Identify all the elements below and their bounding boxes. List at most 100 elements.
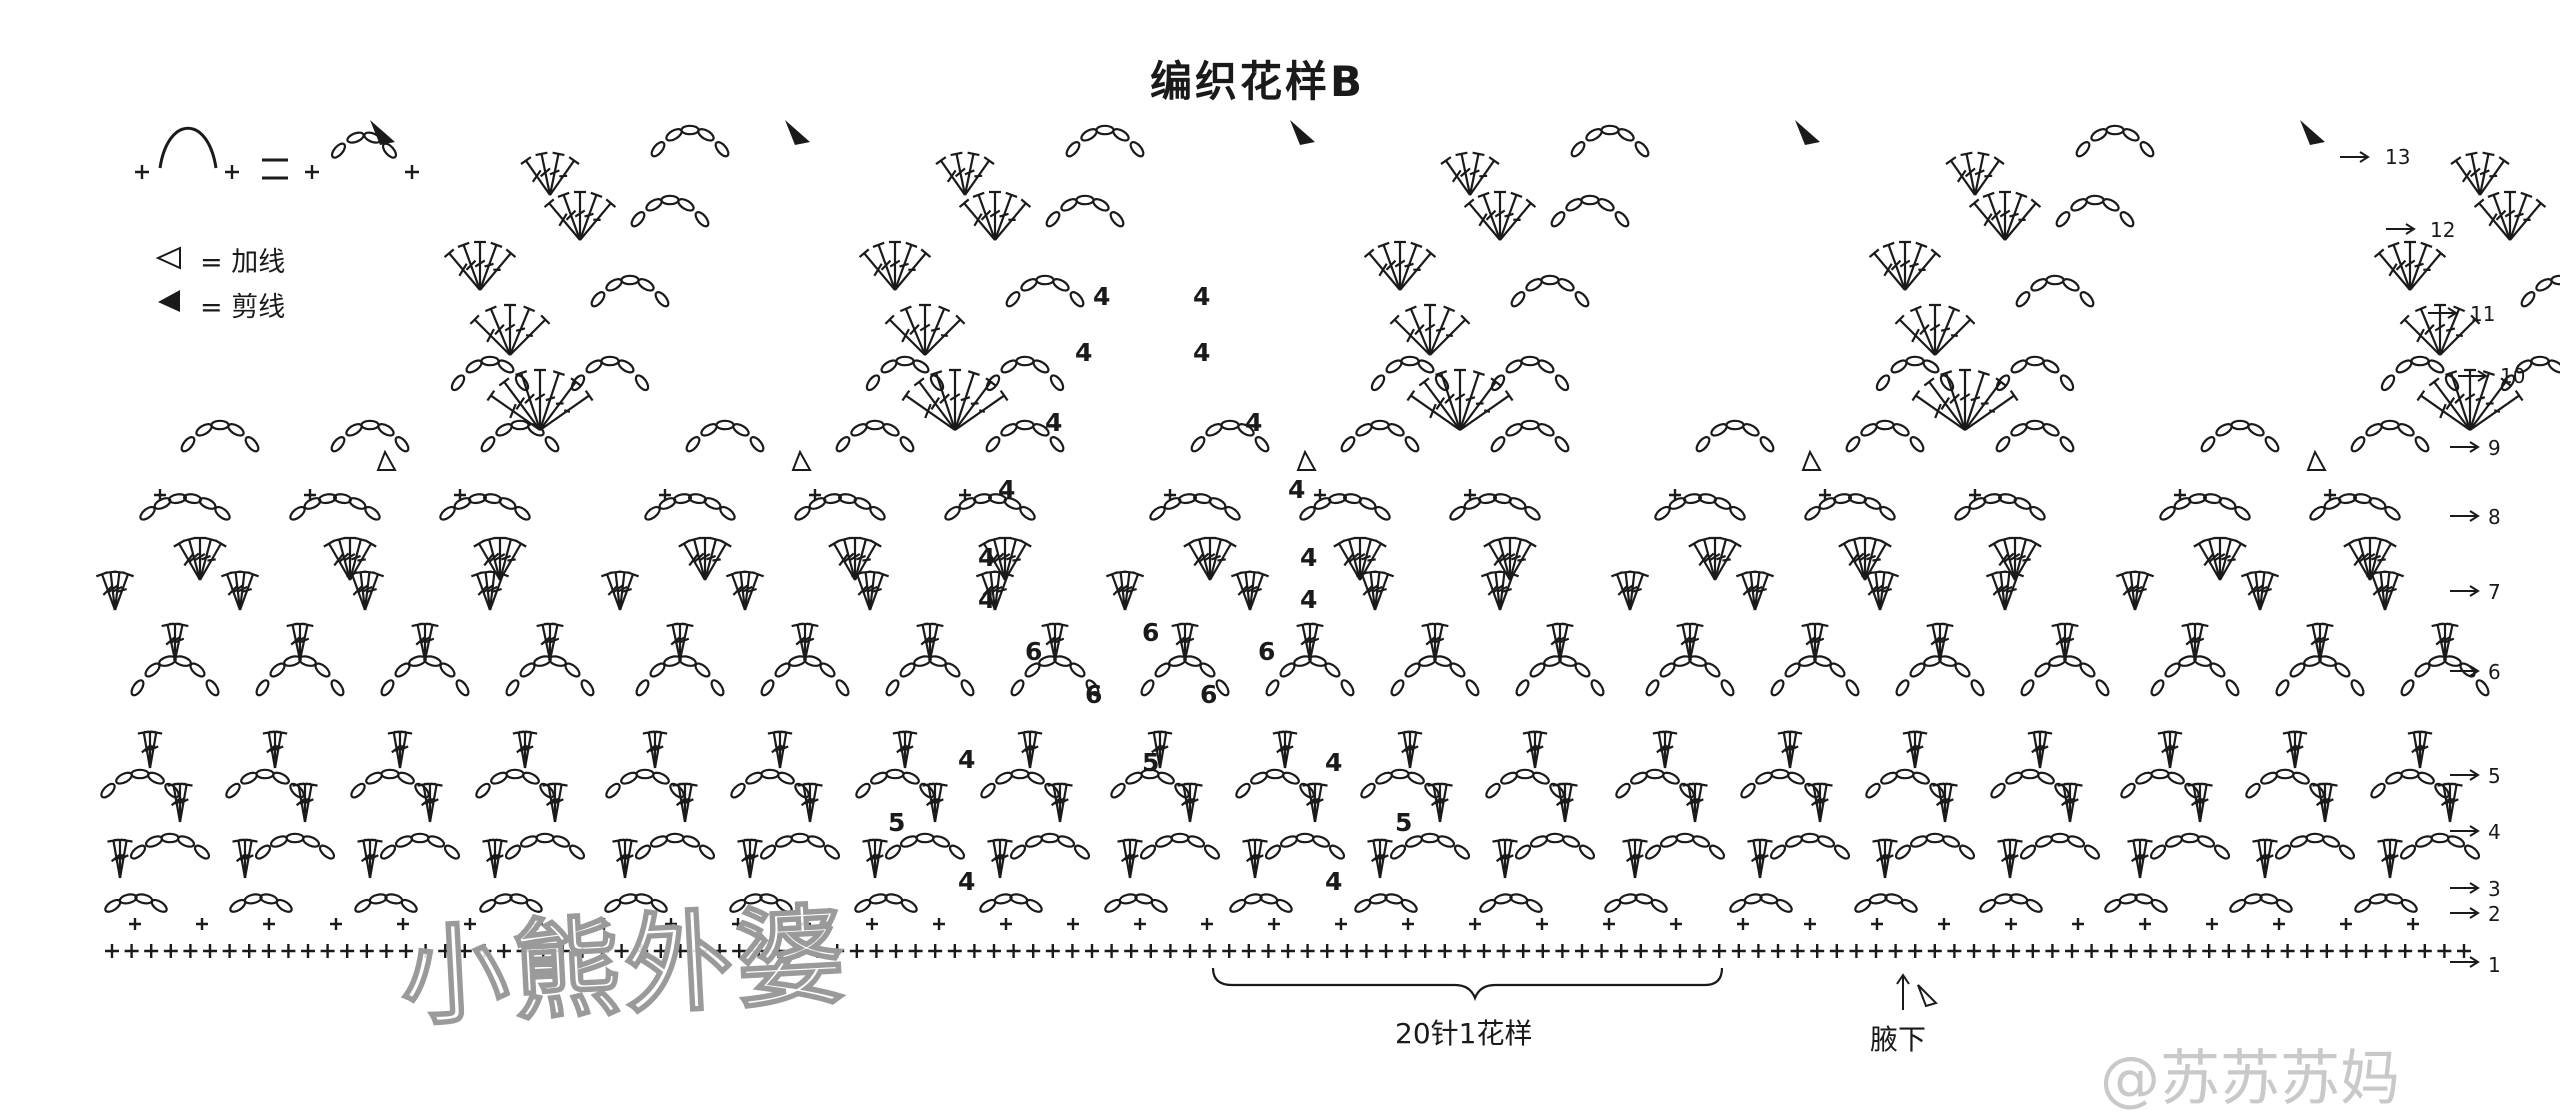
double-crochet-mark <box>2428 377 2471 431</box>
single-crochet-mark <box>2273 918 2285 930</box>
group-number: 4 <box>1325 867 1343 896</box>
chain-stitch-mark <box>1092 198 1110 212</box>
row-1-single-crochet <box>105 944 2471 958</box>
double-crochet-mark <box>919 303 931 355</box>
double-crochet-mark <box>183 536 202 581</box>
double-crochet-mark <box>872 241 897 291</box>
double-crochet-mark <box>1929 303 1941 355</box>
single-crochet-mark <box>222 944 237 958</box>
chain-stitch-mark <box>1557 278 1575 292</box>
chain-stitch-mark <box>505 679 520 697</box>
double-crochet-mark <box>238 571 260 611</box>
chain-stitch-mark <box>803 655 822 667</box>
chain-stitch-mark <box>1520 355 1540 367</box>
group-number: 4 <box>1245 408 1263 437</box>
chart-title: 编织花样B <box>1150 57 1366 106</box>
single-crochet-mark <box>1633 944 1648 958</box>
chain-stitch-mark <box>2139 141 2155 158</box>
double-crochet-mark <box>1960 151 1977 196</box>
double-crochet-mark <box>2409 248 2447 291</box>
double-crochet-mark <box>849 536 861 580</box>
legend-symbols <box>135 126 419 312</box>
single-crochet-mark <box>1575 944 1589 958</box>
chain-stitch-mark <box>1390 768 1410 780</box>
single-crochet-mark <box>732 918 744 930</box>
add-yarn-marker <box>1801 449 1822 471</box>
chain-stitch-mark <box>2102 198 2120 212</box>
chain-stitch-mark <box>2417 771 2435 785</box>
chain-stitch-mark <box>2410 355 2430 367</box>
row-number-9: 9 <box>2488 436 2501 460</box>
chain-stitch-mark <box>1485 782 1501 799</box>
chain-stitch-mark <box>2443 655 2462 667</box>
chain-stitch-mark <box>2397 423 2415 437</box>
single-crochet-mark <box>2221 944 2236 958</box>
chain-stitch-mark <box>774 835 794 848</box>
single-crochet-mark <box>1418 944 1433 958</box>
chain-stitch-mark <box>275 898 293 913</box>
chain-stitch-mark <box>1922 359 1940 374</box>
chain-stitch-mark <box>167 493 188 505</box>
chain-stitch-mark <box>381 142 398 159</box>
single-crochet-mark <box>1594 944 1609 958</box>
single-crochet-mark <box>2084 944 2099 958</box>
chain-stitch-mark <box>1804 782 1820 799</box>
chain-stitch-mark <box>635 768 655 780</box>
chain-stitch-mark <box>715 419 735 431</box>
chain-stitch-mark <box>158 655 177 667</box>
double-crochet-mark <box>1459 390 1514 431</box>
chain-stitch-mark <box>663 655 682 667</box>
double-crochet-mark <box>678 622 694 661</box>
chain-stitch-mark <box>1360 782 1376 799</box>
chain-stitch-mark <box>1215 679 1230 697</box>
chain-stitch-mark <box>1049 374 1065 392</box>
single-crochet-mark <box>1067 918 1079 930</box>
chain-stitch-mark <box>985 436 1001 453</box>
double-crochet-mark <box>1499 198 1537 241</box>
double-crochet-mark <box>958 198 996 241</box>
single-crochet-mark <box>2339 944 2354 958</box>
single-crochet-mark <box>2417 944 2432 958</box>
chain-stitch-mark <box>1644 844 1662 860</box>
double-crochet-mark <box>1945 156 1976 196</box>
equals-sign <box>262 158 288 180</box>
group-number: 6 <box>1142 618 1160 647</box>
single-crochet-mark <box>1603 918 1615 930</box>
single-crochet-mark <box>1751 944 1766 958</box>
chain-stitch-mark <box>865 374 881 392</box>
single-crochet-mark <box>595 944 609 958</box>
chain-stitch-mark <box>2025 898 2043 913</box>
double-crochet-mark <box>903 730 918 769</box>
chain-stitch-mark <box>1558 655 1577 667</box>
chain-stitch-mark <box>360 419 380 431</box>
chain-stitch-mark <box>394 835 414 848</box>
single-crochet-mark <box>866 918 878 930</box>
double-crochet-mark <box>574 190 586 240</box>
chain-stitch-mark <box>2200 436 2216 453</box>
single-crochet-mark <box>1281 944 1295 958</box>
row-arrow <box>2450 956 2480 968</box>
double-crochet-mark <box>539 377 582 431</box>
double-crochet-mark <box>935 156 966 196</box>
chain-stitch-mark <box>2309 782 2325 799</box>
group-number: 4 <box>978 585 996 614</box>
chain-stitch-mark <box>2150 679 2165 697</box>
chain-stitch-mark <box>1275 898 1293 913</box>
single-crochet-mark <box>1810 944 1825 958</box>
single-crochet-mark <box>1653 944 1668 958</box>
chain-stitch-mark <box>1679 782 1695 799</box>
double-crochet-mark <box>1663 730 1678 769</box>
chain-stitch-mark <box>255 768 275 780</box>
single-crochet-mark <box>531 918 543 930</box>
group-number: 5 <box>1395 808 1413 837</box>
chain-stitch-mark <box>2264 436 2280 453</box>
chain-stitch-mark <box>714 141 730 158</box>
chain-stitch-mark <box>568 844 586 860</box>
chain-stitch-mark <box>823 844 841 860</box>
single-crochet-mark <box>598 918 610 930</box>
chain-stitch-mark <box>439 662 456 678</box>
chain-stitch-mark <box>1909 436 1925 453</box>
double-crochet-mark <box>2323 782 2338 823</box>
chain-stitch-mark <box>1659 835 1679 848</box>
row-arrow <box>2450 441 2480 453</box>
